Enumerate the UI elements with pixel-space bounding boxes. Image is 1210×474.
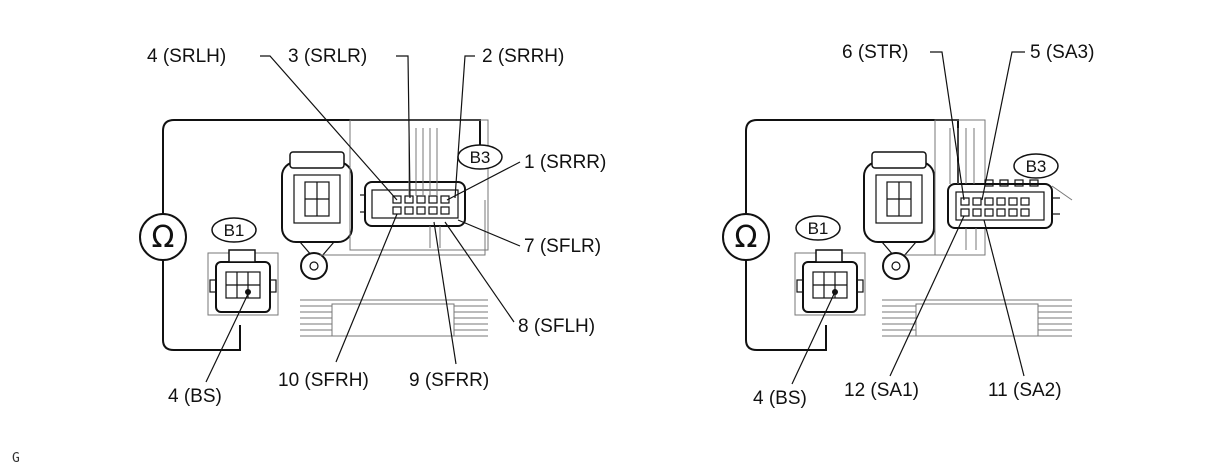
- svg-text:B3: B3: [1026, 157, 1047, 176]
- ohmmeter-icon: Ω: [139, 213, 187, 261]
- sensor-housing-icon: [863, 151, 935, 280]
- bracket-outline-left: [300, 200, 488, 337]
- leader-lines-right: [791, 51, 1025, 385]
- meter-lead-bottom-right: [745, 260, 827, 351]
- ohmmeter-icon: Ω: [722, 213, 770, 261]
- figure-caption: G: [12, 451, 20, 466]
- label-4-bs-right: 4 (BS): [753, 388, 807, 409]
- sensor-housing-icon: [281, 151, 353, 280]
- connector-b3-left: [349, 119, 489, 251]
- label-5-sa3: 5 (SA3): [1030, 42, 1094, 63]
- label-11-sa2: 11 (SA2): [988, 380, 1062, 401]
- label-9-sfrr: 9 (SFRR): [409, 370, 489, 391]
- meter-lead-top: [162, 119, 481, 215]
- label-10-sfrh: 10 (SFRH): [278, 370, 369, 391]
- label-4-srlh: 4 (SRLH): [147, 46, 226, 67]
- label-2-srrh: 2 (SRRH): [482, 46, 564, 67]
- b3-terminal-pins-left: [392, 195, 450, 215]
- connector-icon: [207, 249, 279, 316]
- left-diagram: Ω B1: [139, 46, 606, 407]
- connector-b1-label-right: B1: [795, 215, 841, 241]
- label-4-bs-left: 4 (BS): [168, 386, 222, 407]
- label-6-str: 6 (STR): [842, 42, 909, 63]
- svg-text:B1: B1: [808, 219, 829, 238]
- connector-b1-label: B1: [211, 217, 257, 243]
- label-1-srrr: 1 (SRRR): [524, 152, 606, 173]
- connector-b3-label-right: B3: [1013, 153, 1059, 179]
- label-7-sflr: 7 (SFLR): [524, 236, 601, 257]
- b3-terminal-pins-right: [960, 197, 1030, 217]
- label-3-srlr: 3 (SRLR): [288, 46, 367, 67]
- right-diagram: Ω B1: [722, 42, 1094, 409]
- connector-icon: [794, 249, 866, 316]
- bracket-outline-right: [882, 254, 1072, 337]
- svg-text:Ω: Ω: [735, 220, 758, 255]
- svg-text:B1: B1: [224, 221, 245, 240]
- connector-b3-label-left: B3: [457, 144, 503, 170]
- label-8-sflh: 8 (SFLH): [518, 316, 595, 337]
- connector-b3-right: [934, 119, 1073, 256]
- meter-lead-bottom: [162, 260, 241, 351]
- leader-lines-left: [205, 55, 521, 383]
- label-12-sa1: 12 (SA1): [844, 380, 919, 401]
- svg-text:B3: B3: [470, 148, 491, 167]
- meter-lead-top-right: [745, 119, 959, 215]
- svg-text:Ω: Ω: [152, 220, 175, 255]
